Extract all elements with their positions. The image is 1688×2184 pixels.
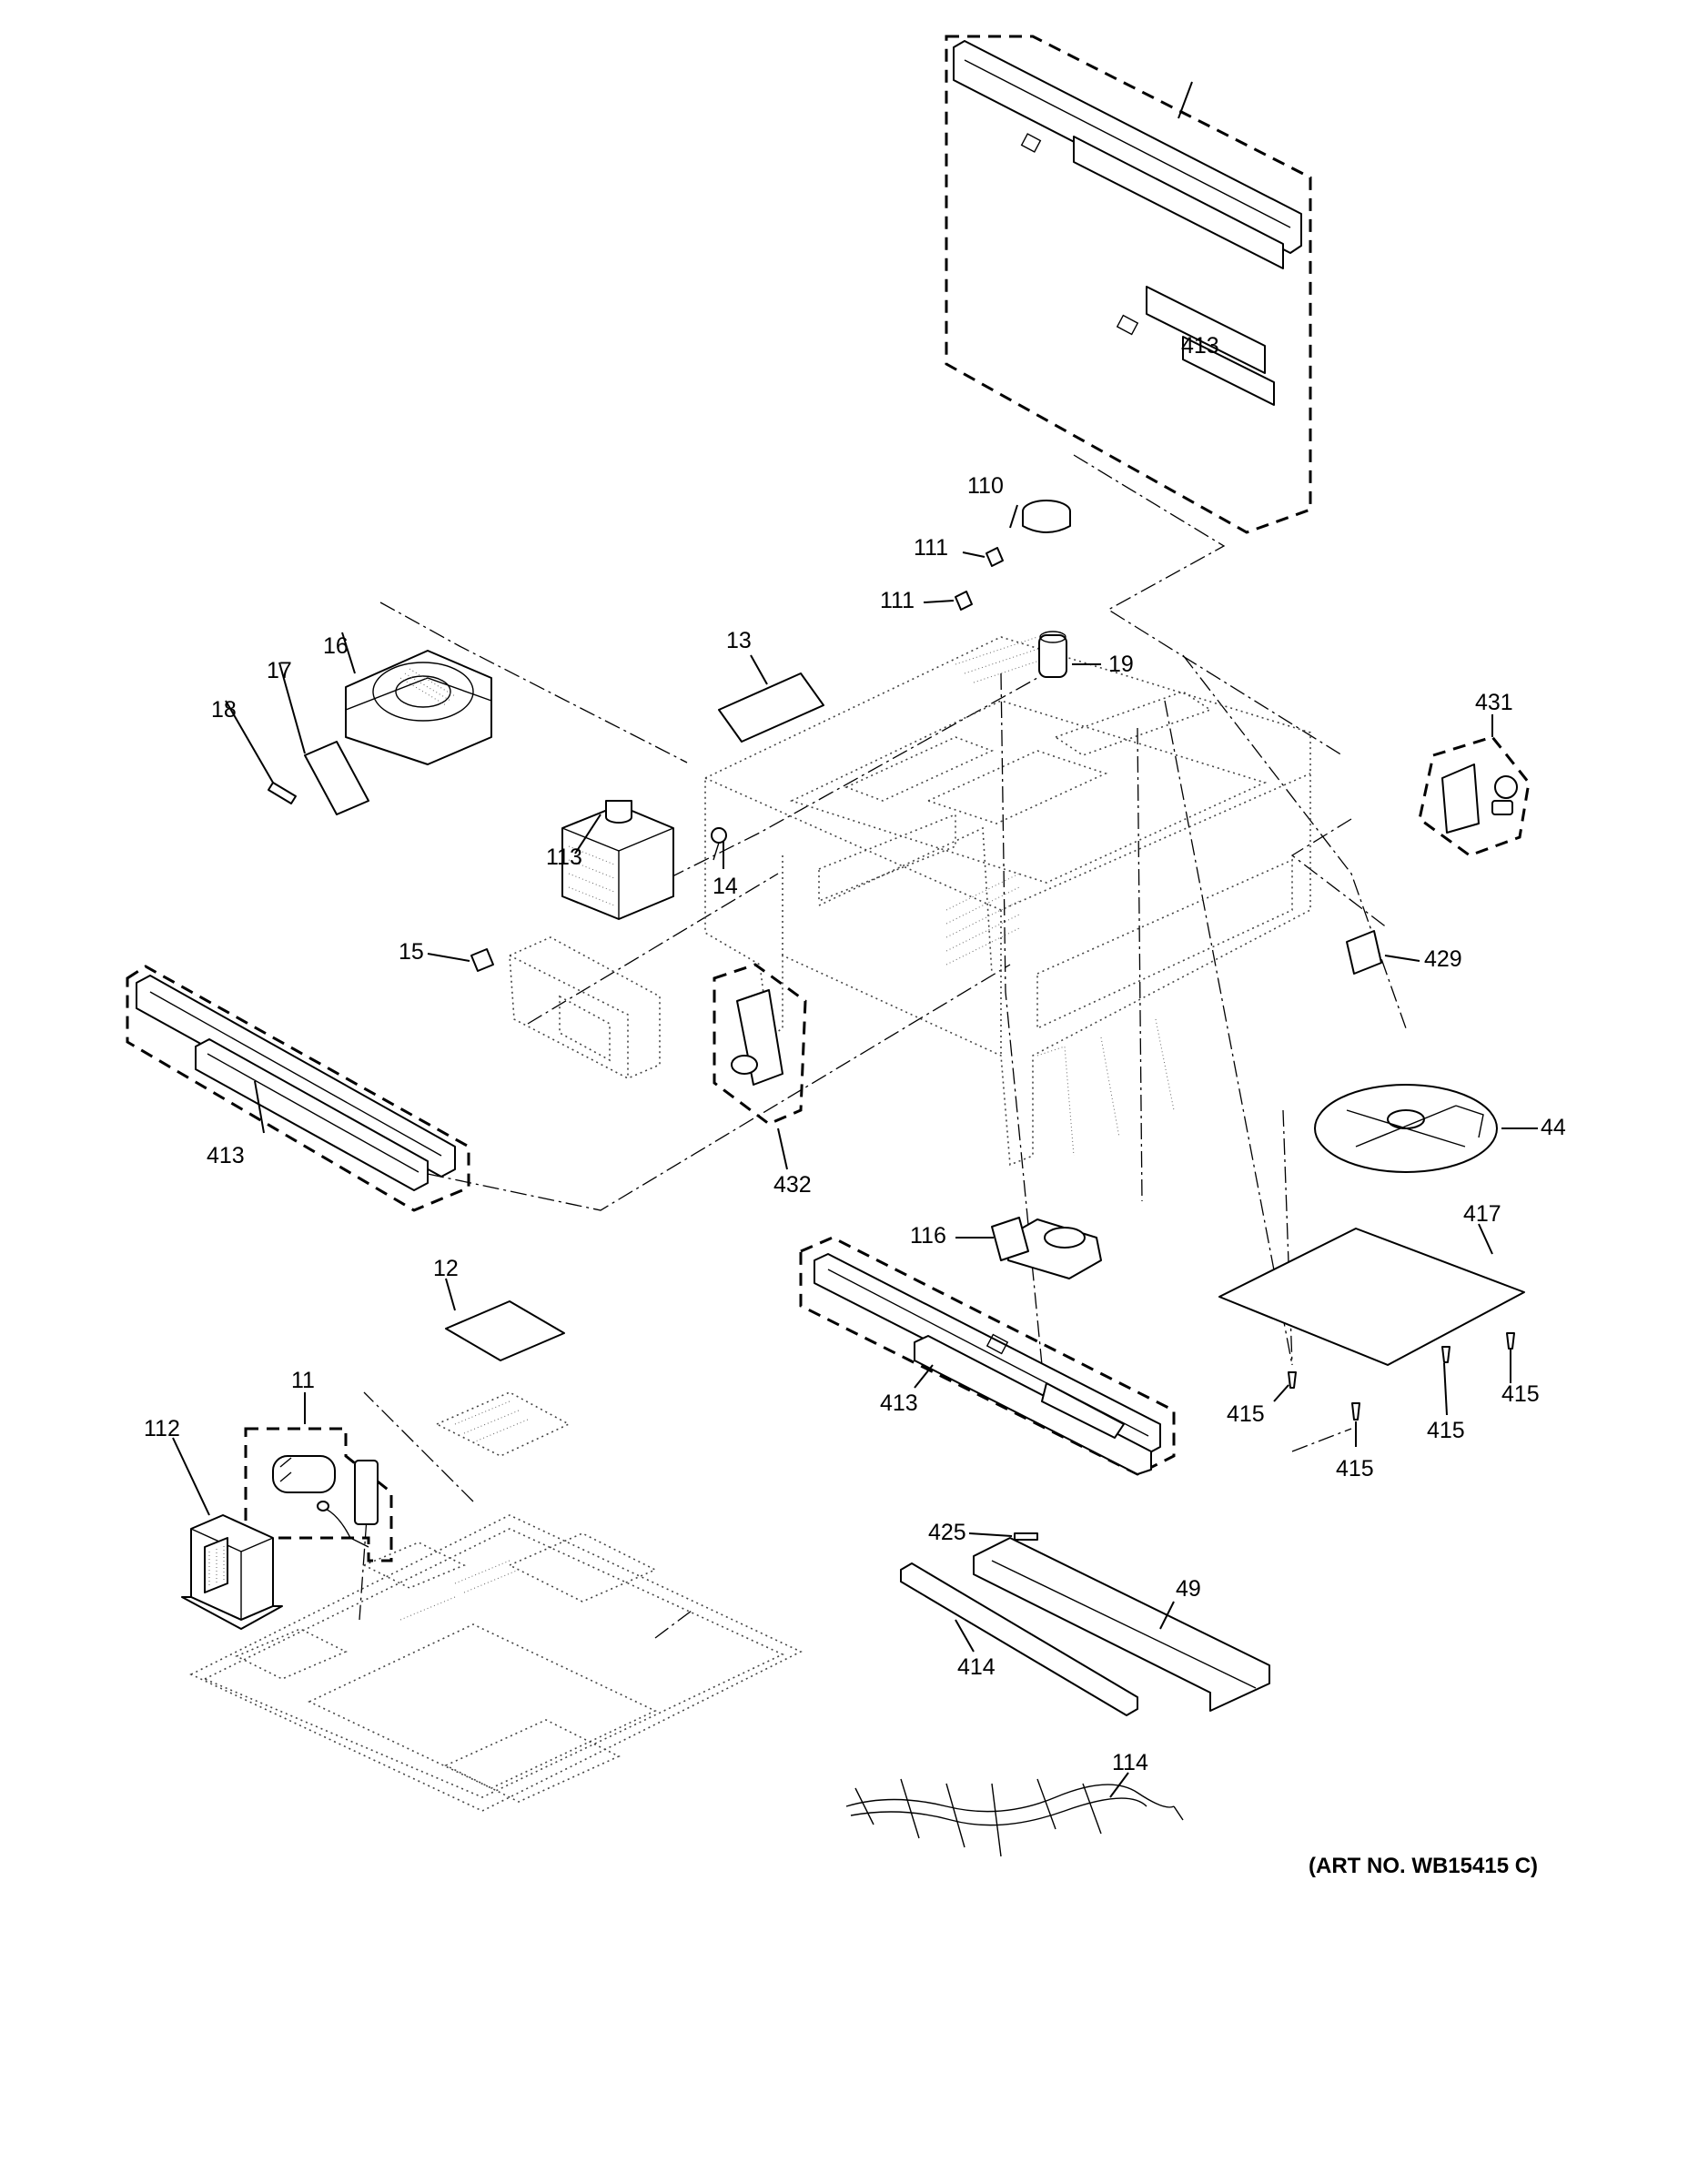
callout-18: 18 — [211, 697, 237, 723]
callout-415-c: 415 — [1427, 1418, 1465, 1443]
callout-110: 110 — [967, 473, 1004, 499]
callout-432: 432 — [773, 1172, 812, 1198]
callout-113: 113 — [546, 844, 582, 870]
callout-116: 116 — [910, 1223, 946, 1249]
callout-415-a: 415 — [1227, 1401, 1265, 1427]
callout-413-bottom: 413 — [880, 1390, 918, 1416]
part-114-harness — [845, 1778, 1184, 1857]
rail-assembly-left — [126, 965, 470, 1212]
rail-assembly-bottom — [799, 1236, 1176, 1476]
rail-assembly-top — [945, 35, 1312, 534]
control-housing — [509, 936, 661, 1079]
callout-413-left: 413 — [207, 1143, 245, 1168]
callout-14: 14 — [713, 874, 738, 899]
part-414 — [900, 1562, 1138, 1716]
callout-49: 49 — [1176, 1576, 1201, 1602]
callout-111-lower: 111 — [880, 588, 915, 613]
part-116-motor — [991, 1217, 1102, 1279]
callout-413-top: 413 — [1181, 333, 1219, 359]
part-432-group — [713, 963, 807, 1126]
art-number-label: (ART NO. WB15415 C) — [1309, 1854, 1538, 1878]
callout-19: 19 — [1108, 652, 1134, 677]
callout-114: 114 — [1112, 1750, 1148, 1775]
control-board — [435, 1391, 571, 1457]
part-111-lower — [955, 591, 973, 611]
callout-labels: 413 110 111 111 13 19 16 17 18 431 113 1… — [144, 333, 1566, 1775]
part-112-transformer — [181, 1514, 283, 1630]
part-18 — [268, 782, 297, 804]
callout-431: 431 — [1475, 690, 1513, 715]
part-111-upper — [986, 547, 1004, 567]
callout-17: 17 — [267, 658, 292, 683]
part-44-turntable — [1314, 1084, 1498, 1173]
callout-414: 414 — [957, 1654, 996, 1680]
part-12 — [445, 1300, 565, 1361]
part-49-bracket — [973, 1537, 1270, 1712]
part-113-magnetron — [561, 800, 674, 920]
callout-417: 417 — [1463, 1201, 1501, 1227]
part-415-screw-c — [1441, 1346, 1450, 1363]
leader-lines — [172, 81, 1538, 1798]
part-415-screw-d — [1506, 1332, 1515, 1350]
part-11-group — [244, 1427, 393, 1562]
oven-cavity-assembly — [704, 636, 1311, 1167]
callout-16: 16 — [323, 633, 349, 659]
part-15 — [470, 948, 494, 972]
part-16-blower — [345, 650, 492, 765]
callout-415-d: 415 — [1501, 1381, 1540, 1407]
part-417-panel — [1218, 1228, 1525, 1366]
assembly-phantom-lines — [359, 454, 1407, 1639]
callout-415-b: 415 — [1336, 1456, 1374, 1481]
callout-13: 13 — [726, 628, 752, 653]
callout-15: 15 — [399, 939, 424, 965]
base-pan — [189, 1514, 803, 1812]
part-431-group — [1418, 735, 1531, 857]
callout-12: 12 — [433, 1256, 459, 1281]
part-110 — [1009, 500, 1071, 533]
part-14 — [711, 827, 727, 861]
callout-44: 44 — [1541, 1115, 1566, 1140]
callout-11: 11 — [291, 1368, 315, 1393]
part-425 — [1014, 1532, 1038, 1541]
callout-111-upper: 111 — [914, 535, 948, 561]
part-415-screw-a — [1288, 1371, 1297, 1389]
callout-425: 425 — [928, 1520, 966, 1545]
part-19 — [1038, 631, 1067, 678]
part-13 — [718, 672, 824, 743]
part-17-cover — [304, 741, 369, 815]
part-429 — [1346, 930, 1382, 975]
part-415-screw-b — [1351, 1402, 1360, 1421]
callout-112: 112 — [144, 1416, 180, 1441]
callout-429: 429 — [1424, 946, 1462, 972]
